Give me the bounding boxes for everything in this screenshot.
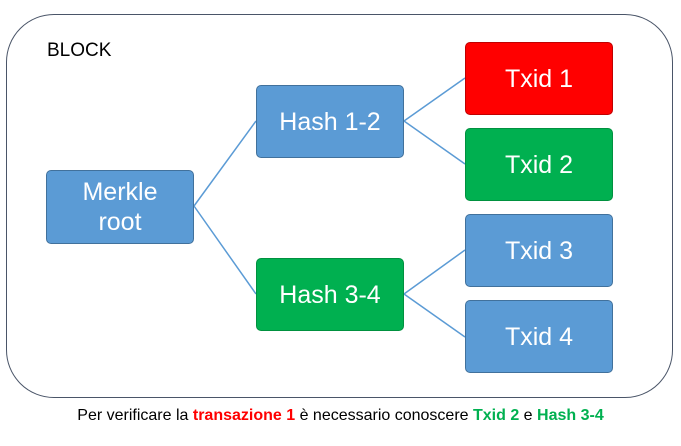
caption-part-1: Per verificare la (77, 407, 193, 424)
caption-highlight-transaction-1: transazione 1 (192, 407, 296, 424)
edge-merkle-root-hash-1-2 (193, 120, 257, 207)
block-frame (6, 14, 673, 398)
node-txid-1: Txid 1 (465, 42, 613, 115)
node-merkle-root: Merkle root (46, 170, 194, 244)
block-label: BLOCK (47, 40, 112, 61)
node-hash-1-2: Hash 1-2 (256, 85, 404, 158)
edge-hash-3-4-txid-3 (403, 249, 466, 295)
edge-hash-3-4-txid-4 (403, 293, 466, 338)
caption-part-3: e (519, 407, 538, 424)
node-txid-2-label: Txid 2 (504, 150, 574, 179)
edge-merkle-root-hash-3-4 (193, 205, 257, 295)
node-hash-3-4-label: Hash 3-4 (279, 280, 381, 309)
node-txid-4: Txid 4 (465, 300, 613, 373)
node-hash-3-4: Hash 3-4 (256, 258, 404, 331)
caption: Per verificare la transazione 1 è necess… (0, 407, 681, 425)
edge-hash-1-2-txid-1 (403, 77, 466, 122)
node-txid-2: Txid 2 (465, 128, 613, 201)
node-hash-1-2-label: Hash 1-2 (279, 107, 381, 136)
node-txid-4-label: Txid 4 (504, 322, 574, 351)
node-merkle-root-label: Merkle root (82, 178, 158, 236)
caption-highlight-hash-3-4: Hash 3-4 (537, 407, 604, 424)
caption-highlight-txid-2: Txid 2 (473, 407, 520, 424)
caption-part-2: è necessario conoscere (295, 407, 473, 424)
node-txid-3: Txid 3 (465, 214, 613, 287)
edge-hash-1-2-txid-2 (403, 120, 466, 165)
node-txid-1-label: Txid 1 (504, 64, 574, 93)
node-txid-3-label: Txid 3 (504, 236, 574, 265)
